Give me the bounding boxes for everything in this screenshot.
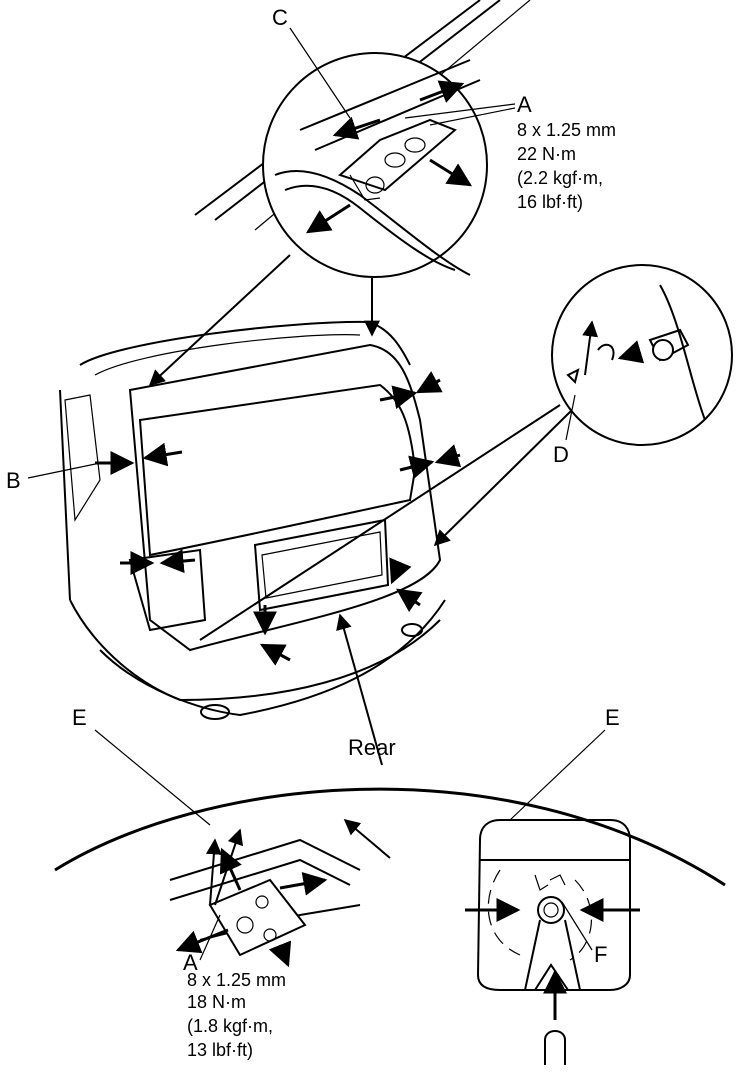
bottom-detail-arc	[54, 729, 726, 887]
vehicle-rear	[27, 320, 462, 766]
label-a-bottom: A	[183, 950, 198, 975]
spec-bottom-size: 8 x 1.25 mm	[187, 970, 286, 990]
label-f: F	[594, 942, 607, 967]
label-rear: Rear	[348, 735, 396, 760]
connector-detail	[199, 264, 733, 641]
label-e-left: E	[72, 705, 87, 730]
spec-top-nm: 22 N·m	[517, 144, 576, 164]
spec-bottom-nm: 18 N·m	[187, 992, 246, 1012]
hinge-connectors	[148, 254, 380, 387]
labels: C A B D E E Rear F A 8 x 1.25 mm 22 N·m …	[6, 5, 620, 1060]
spec-top-size: 8 x 1.25 mm	[517, 120, 616, 140]
label-b: B	[6, 468, 21, 493]
spec-top-kgf: (2.2 kgf·m,	[517, 168, 603, 188]
striker-detail	[465, 819, 640, 1065]
label-e-right: E	[605, 705, 620, 730]
label-d: D	[553, 442, 569, 467]
spec-top-lbf: 16 lbf·ft)	[517, 192, 583, 212]
spec-bottom-kgf: (1.8 kgf·m,	[187, 1016, 273, 1036]
spec-bottom-lbf: 13 lbf·ft)	[187, 1040, 253, 1060]
hinge-detail	[194, 0, 531, 278]
latch-detail	[169, 828, 361, 968]
label-c: C	[272, 5, 288, 30]
label-a-top: A	[517, 92, 532, 117]
